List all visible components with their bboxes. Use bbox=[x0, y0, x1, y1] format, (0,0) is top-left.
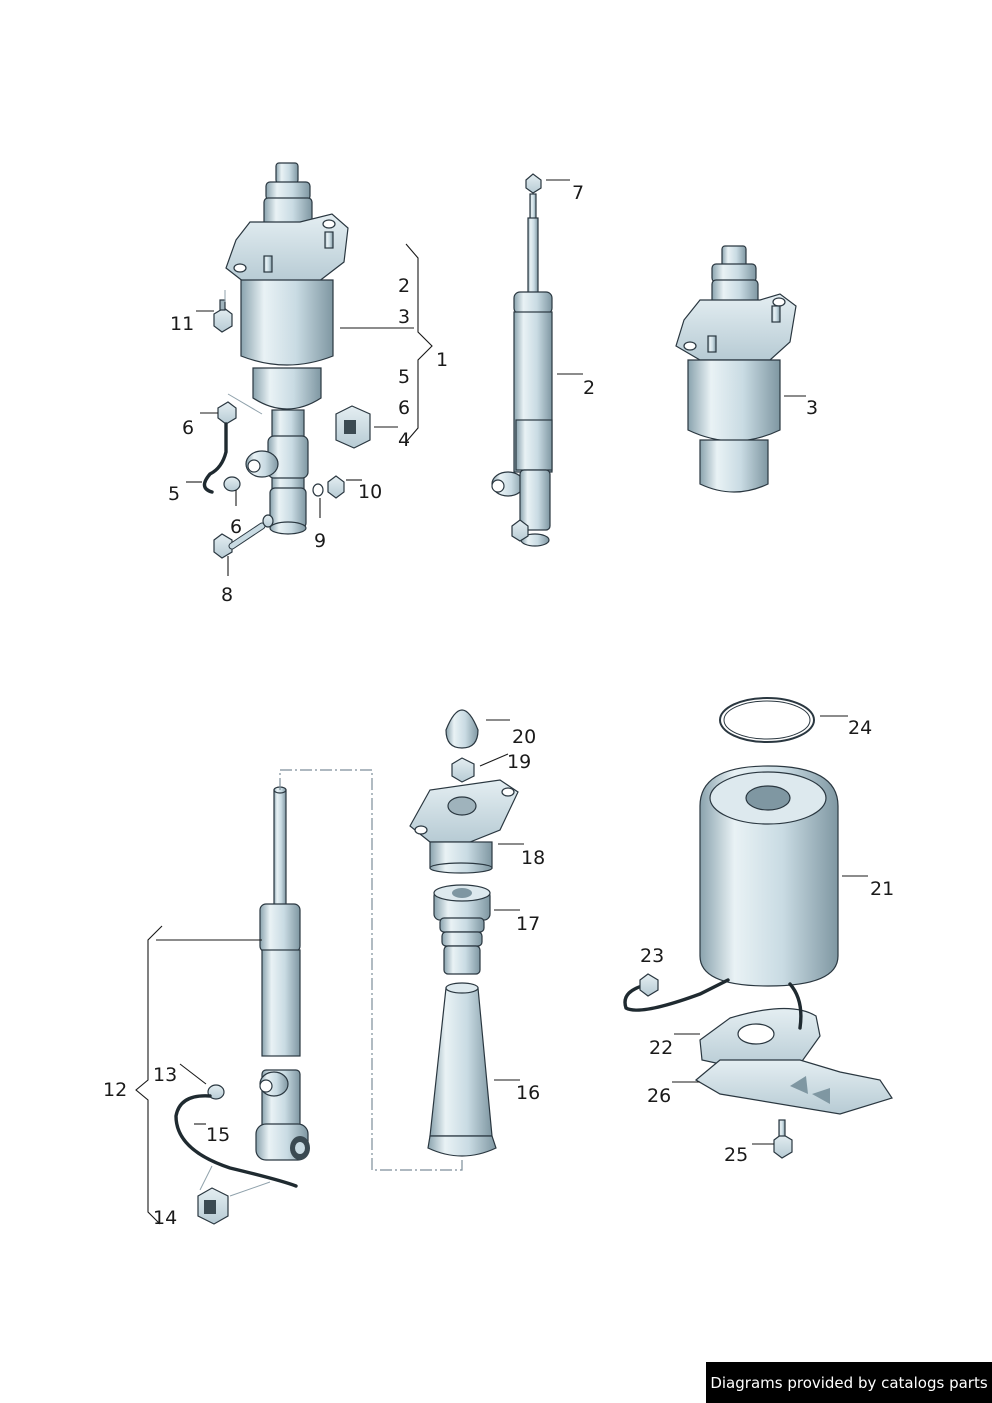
label-2a: 2 bbox=[398, 275, 410, 297]
shock-absorber bbox=[491, 173, 553, 547]
label-6b: 6 bbox=[182, 417, 194, 439]
group12-brace bbox=[135, 925, 163, 1225]
label-20: 20 bbox=[512, 726, 536, 748]
label-26: 26 bbox=[647, 1085, 671, 1107]
label-4: 4 bbox=[398, 429, 410, 451]
label-12: 12 bbox=[103, 1079, 127, 1101]
label-6a: 6 bbox=[398, 397, 410, 419]
label-14: 14 bbox=[153, 1207, 177, 1229]
label-10: 10 bbox=[358, 481, 382, 503]
label-8: 8 bbox=[221, 584, 233, 606]
label-19: 19 bbox=[507, 751, 531, 773]
label-18: 18 bbox=[521, 847, 545, 869]
group1-brace bbox=[340, 243, 433, 443]
watermark-banner: Diagrams provided by catalogs parts bbox=[706, 1362, 992, 1403]
label-7: 7 bbox=[572, 182, 584, 204]
label-23: 23 bbox=[640, 945, 664, 967]
label-17: 17 bbox=[516, 913, 540, 935]
air-strut-assembly bbox=[202, 162, 371, 559]
label-9: 9 bbox=[314, 530, 326, 552]
label-22: 22 bbox=[649, 1037, 673, 1059]
bump-stop-stack bbox=[409, 709, 519, 1157]
label-25: 25 bbox=[724, 1144, 748, 1166]
label-11: 11 bbox=[170, 313, 194, 335]
label-24: 24 bbox=[848, 717, 872, 739]
label-5b: 5 bbox=[168, 483, 180, 505]
label-6c: 6 bbox=[230, 516, 242, 538]
label-2b: 2 bbox=[583, 377, 595, 399]
label-13: 13 bbox=[153, 1064, 177, 1086]
air-spring bbox=[675, 245, 797, 493]
air-spring-bellows-group bbox=[623, 697, 893, 1159]
label-3b: 3 bbox=[806, 397, 818, 419]
label-3a: 3 bbox=[398, 306, 410, 328]
assembly-link-line bbox=[279, 769, 463, 1171]
damper-assembly bbox=[174, 786, 310, 1225]
label-1: 1 bbox=[436, 349, 448, 371]
label-5a: 5 bbox=[398, 366, 410, 388]
label-21: 21 bbox=[870, 878, 894, 900]
label-16: 16 bbox=[516, 1082, 540, 1104]
label-15: 15 bbox=[206, 1124, 230, 1146]
